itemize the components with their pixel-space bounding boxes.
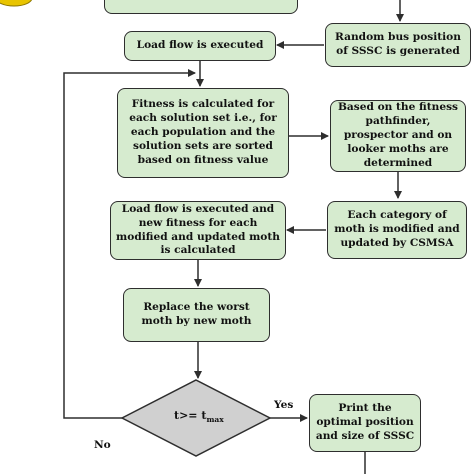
based-on-fitness-box: Based on the fitness pathfinder, prospec… bbox=[330, 100, 466, 172]
logo-fragment bbox=[0, 0, 32, 7]
decision-label: t>= tmax bbox=[174, 409, 224, 424]
load-flow-new-box: Load flow is executed and new fitness fo… bbox=[110, 201, 286, 260]
no-label: No bbox=[94, 439, 111, 451]
print-optimal-box: Print the optimal position and size of S… bbox=[309, 394, 421, 452]
decision-diamond bbox=[120, 379, 272, 457]
top-partial-box bbox=[104, 0, 298, 14]
loop-no-back-to-fitness bbox=[63, 69, 196, 419]
random-bus-box: Random bus position of SSSC is generated bbox=[325, 23, 471, 67]
yes-label: Yes bbox=[274, 399, 294, 411]
replace-worst-box: Replace the worst moth by new moth bbox=[123, 288, 270, 342]
decision-label-sub: max bbox=[206, 415, 224, 425]
load-flow-box: Load flow is executed bbox=[124, 31, 276, 61]
fitness-calc-box: Fitness is calculated for each solution … bbox=[117, 88, 289, 178]
category-moth-box: Each category of moth is modified and up… bbox=[327, 201, 467, 259]
decision-label-main: t>= t bbox=[174, 409, 207, 422]
